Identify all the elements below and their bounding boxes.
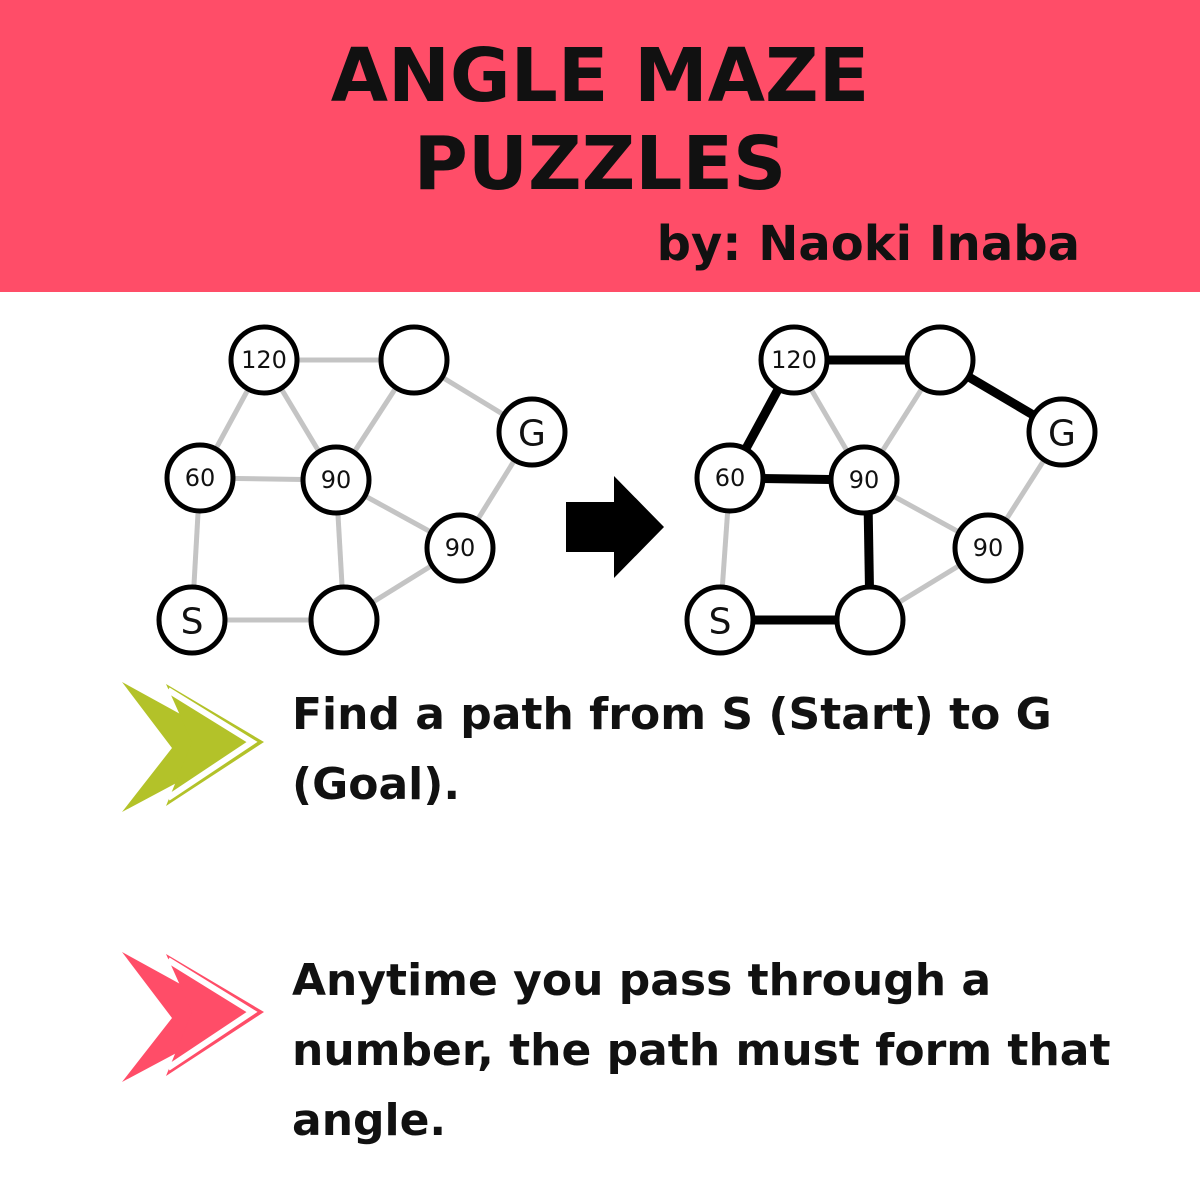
node-label: 90 xyxy=(321,466,352,494)
node-goal: G xyxy=(1026,396,1098,468)
node-label: S xyxy=(709,602,732,643)
node-90: 90 xyxy=(300,444,372,516)
node-empty xyxy=(378,324,450,396)
page-title-line-2: PUZZLES xyxy=(413,121,787,207)
rule-text: Find a path from S (Start) to G (Goal). xyxy=(292,689,1052,810)
page-title-line-1: ANGLE MAZE xyxy=(330,33,870,119)
double-chevron-icon xyxy=(122,682,264,812)
node-label: S xyxy=(181,602,204,643)
node-label: 90 xyxy=(973,534,1004,562)
node-60: 60 xyxy=(164,442,236,514)
node-120: 120 xyxy=(758,324,830,396)
node-90: 90 xyxy=(952,512,1024,584)
node-90: 90 xyxy=(424,512,496,584)
right-arrow-icon xyxy=(566,476,664,578)
node-label: 120 xyxy=(241,346,287,374)
node-empty xyxy=(904,324,976,396)
node-label: 90 xyxy=(849,466,880,494)
rule-text: Anytime you pass through a number, the p… xyxy=(292,955,1111,1146)
node-90: 90 xyxy=(828,444,900,516)
node-goal: G xyxy=(496,396,568,468)
node-120: 120 xyxy=(228,324,300,396)
node-empty xyxy=(308,584,380,656)
double-chevron-icon xyxy=(122,952,264,1082)
author-byline: by: Naoki Inaba xyxy=(656,216,1080,272)
node-label: 120 xyxy=(771,346,817,374)
node-empty xyxy=(834,584,906,656)
puzzle-solved: 120 G 60 90 90 S xyxy=(684,324,1098,656)
node-label: 90 xyxy=(445,534,476,562)
node-60: 60 xyxy=(694,442,766,514)
puzzle-unsolved: 120 G 60 90 90 S xyxy=(156,324,568,656)
node-start: S xyxy=(156,584,228,656)
node-label: 60 xyxy=(715,464,746,492)
header-banner xyxy=(0,0,1200,292)
node-label: 60 xyxy=(185,464,216,492)
node-label: G xyxy=(518,414,546,455)
node-start: S xyxy=(684,584,756,656)
node-label: G xyxy=(1048,414,1076,455)
